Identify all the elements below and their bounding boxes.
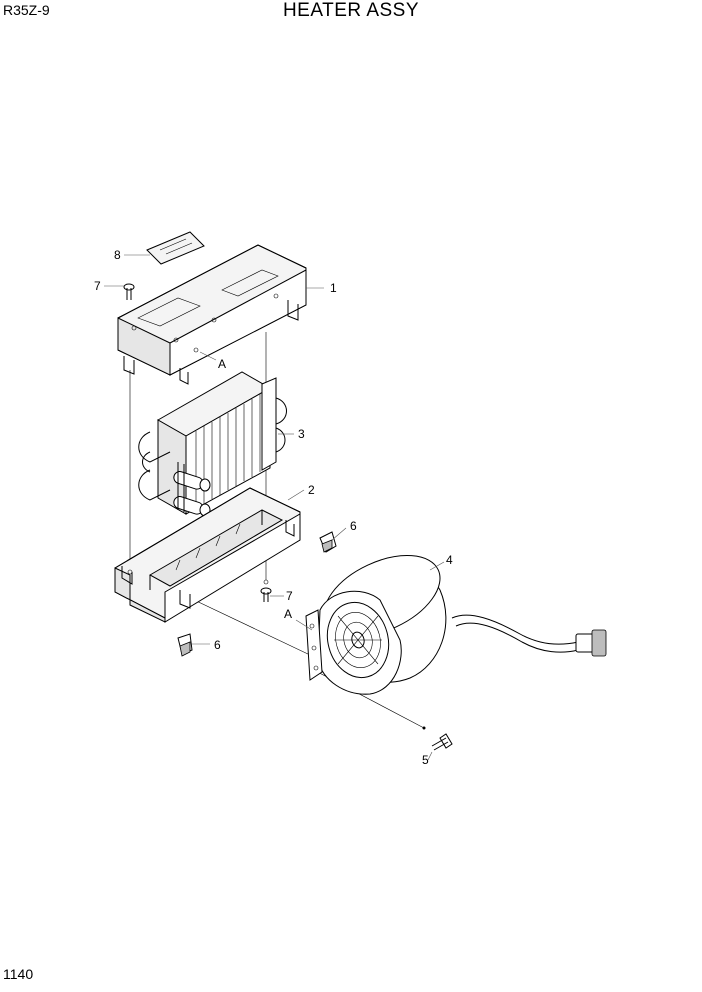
- page-title: HEATER ASSY: [282, 0, 420, 21]
- part-4-blower-motor: [305, 555, 607, 695]
- part-2-lower-case: [114, 487, 301, 623]
- callout-4: 4: [446, 553, 453, 567]
- callout-6-right: 6: [350, 519, 357, 533]
- part-7-screw-upper: [123, 283, 135, 300]
- callout-5: 5: [422, 753, 429, 767]
- page-number: 1140: [3, 966, 34, 982]
- reference-a-upper: A: [218, 357, 226, 371]
- callout-labels: 1 2 3 4 5 6 6 7 7 8 A A: [94, 248, 453, 767]
- callout-8: 8: [114, 248, 121, 262]
- reference-a-lower: A: [284, 607, 292, 621]
- part-6-clip-right: [319, 531, 337, 553]
- callout-1: 1: [330, 281, 337, 295]
- model-code: R35Z-9: [3, 2, 50, 18]
- part-6-clip-left: [177, 633, 193, 657]
- callout-3: 3: [298, 427, 305, 441]
- part-7-screw-lower: [260, 587, 272, 602]
- part-3-heater-core: [138, 371, 287, 517]
- guide-line-housing-to-blower: [189, 597, 311, 656]
- callout-7-upper: 7: [94, 279, 101, 293]
- callout-7-lower: 7: [286, 589, 293, 603]
- leader-lines: [104, 254, 445, 761]
- part-5-bolt: [422, 726, 453, 751]
- part-8-label-plate: [146, 231, 205, 265]
- callout-6-left: 6: [214, 638, 221, 652]
- part-1-upper-case: [117, 244, 307, 385]
- callout-2: 2: [308, 483, 315, 497]
